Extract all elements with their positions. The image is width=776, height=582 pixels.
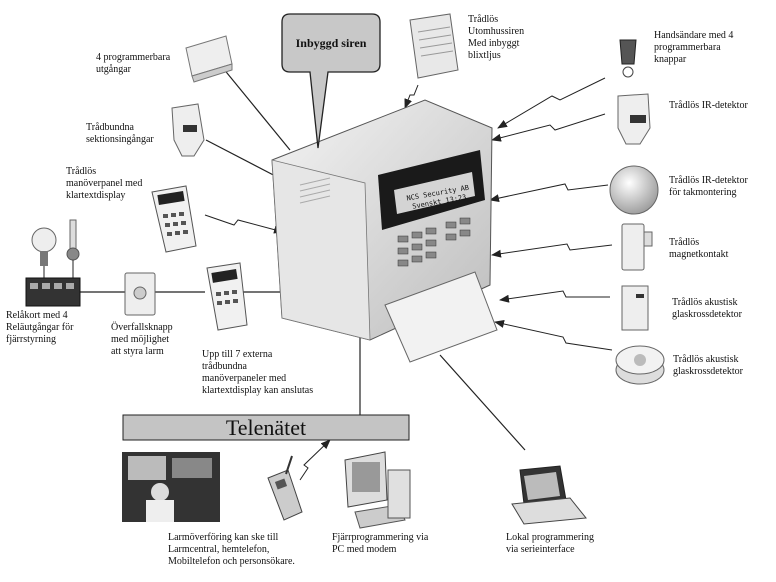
- label-transfer: Larmöverföring kan ske till Larmcentral,…: [168, 532, 295, 567]
- label-outputs: 4 programmerbara utgångar: [96, 52, 171, 75]
- magnet-contact-image: [621, 223, 653, 271]
- telenatet-bar: [122, 414, 410, 441]
- glass-break-detector-1-image: [621, 285, 649, 331]
- alarm-panel: [271, 99, 498, 363]
- label-handheld: Handsändare med 4 programmerbara knappar: [654, 30, 734, 65]
- wired-keypad-image: [206, 262, 248, 331]
- label-relay-card: Relåkort med 4 Reläutgångar för fjärrsty…: [6, 310, 74, 345]
- label-panic: Överfallsknapp med möjlighet att styra l…: [111, 322, 173, 357]
- label-local-programming: Lokal programmering via serieinterface: [506, 532, 595, 555]
- label-ir-detector: Trådlös IR-detektor: [669, 100, 748, 111]
- ceiling-ir-image: [609, 165, 659, 215]
- wireless-keypad-image: [151, 185, 197, 253]
- relay-card-image: [25, 277, 81, 307]
- siren-bubble-text: Inbyggd siren: [295, 35, 367, 50]
- label-glass-break-2: Trådlös akustisk glaskrossdetektor: [673, 354, 743, 377]
- wireless-arrows: [204, 77, 613, 481]
- label-glass-break-1: Trådlös akustisk glaskrossdetektor: [672, 297, 742, 320]
- siren-speech-bubble: [281, 13, 381, 149]
- bulb-thermometer-image: [31, 219, 80, 278]
- outdoor-siren-image: [409, 13, 459, 79]
- operator-photo: [122, 452, 220, 522]
- label-wireless-panel: Trådlös manöverpanel med klartextdisplay: [66, 166, 143, 201]
- label-remote-programming: Fjärrprogrammering via PC med modem: [332, 532, 429, 555]
- remote-fob-image: [619, 39, 637, 78]
- output-card-image: [185, 35, 233, 83]
- telenatet-label: Telenätet: [225, 414, 307, 440]
- label-ir-ceiling: Trådlös IR-detektor för takmontering: [669, 175, 748, 198]
- label-magnet: Trådlös magnetkontakt: [669, 237, 729, 260]
- mobile-phone-image: [267, 455, 303, 521]
- wired-sensor-image: [171, 103, 205, 157]
- label-outdoor-siren: Trådlös Utomhussiren Med inbyggt blixtlj…: [468, 14, 525, 61]
- glass-break-detector-2-image: [615, 345, 665, 385]
- ir-detector-image: [617, 93, 651, 145]
- laptop-image: [511, 465, 587, 525]
- label-wired-panels: Upp till 7 externa trådbundna manöverpan…: [202, 349, 314, 396]
- panic-button-image: [124, 272, 156, 316]
- label-wired-inputs: Trådbundna sektionsingångar: [86, 122, 154, 145]
- pc-image: [344, 451, 411, 529]
